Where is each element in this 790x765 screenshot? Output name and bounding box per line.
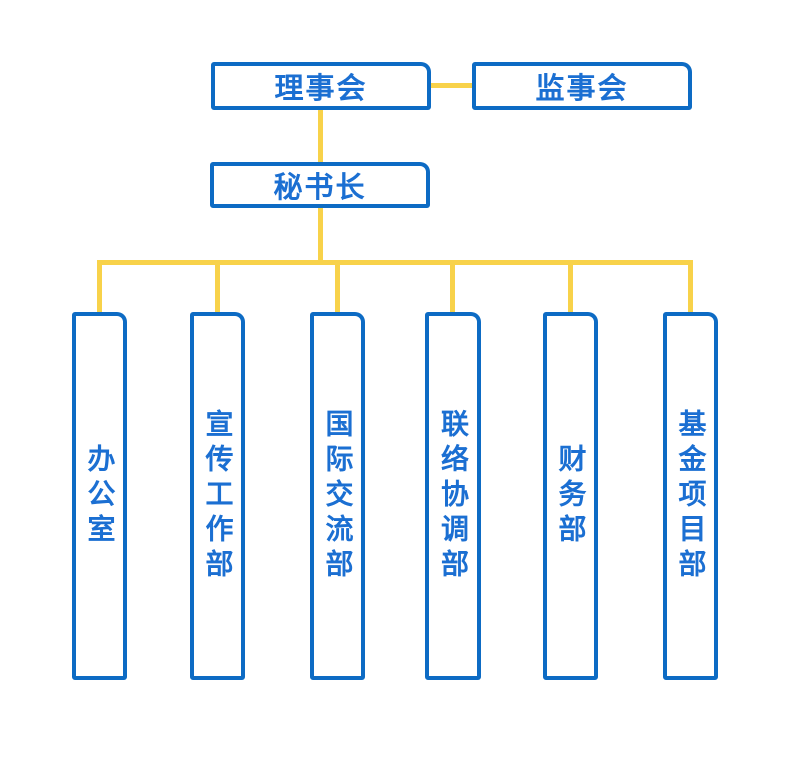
connector-stub-2 — [215, 262, 220, 312]
node-dept-international-exchange-label: 国际交流部 — [322, 408, 354, 584]
node-dept-liaison-coordination: 联络协调部 — [425, 312, 481, 680]
node-dept-finance: 财务部 — [543, 312, 598, 680]
node-dept-fund-project-label: 基金项目部 — [675, 408, 707, 584]
node-board-label: 理事会 — [274, 73, 368, 105]
connector-board-secretary — [318, 110, 323, 162]
node-secretary-label: 秘书长 — [273, 172, 367, 204]
connector-bus — [97, 260, 693, 265]
connector-stub-6 — [688, 262, 693, 312]
node-dept-office: 办公室 — [72, 312, 127, 680]
connector-board-supervisory — [431, 83, 472, 88]
node-secretary: 秘书长 — [210, 162, 430, 208]
connector-stub-4 — [450, 262, 455, 312]
node-dept-liaison-coordination-label: 联络协调部 — [438, 408, 469, 584]
connector-stub-5 — [568, 262, 573, 312]
connector-stub-1 — [97, 262, 102, 312]
node-dept-publicity: 宣传工作部 — [190, 312, 245, 680]
node-dept-finance-label: 财务部 — [555, 443, 587, 549]
node-dept-office-label: 办公室 — [84, 443, 116, 549]
node-board: 理事会 — [211, 62, 431, 110]
connector-secretary-bus — [318, 208, 323, 262]
node-dept-fund-project: 基金项目部 — [663, 312, 718, 680]
node-supervisory-label: 监事会 — [535, 73, 629, 105]
node-supervisory: 监事会 — [472, 62, 692, 110]
node-dept-publicity-label: 宣传工作部 — [202, 408, 234, 584]
connector-stub-3 — [335, 262, 340, 312]
node-dept-international-exchange: 国际交流部 — [310, 312, 365, 680]
